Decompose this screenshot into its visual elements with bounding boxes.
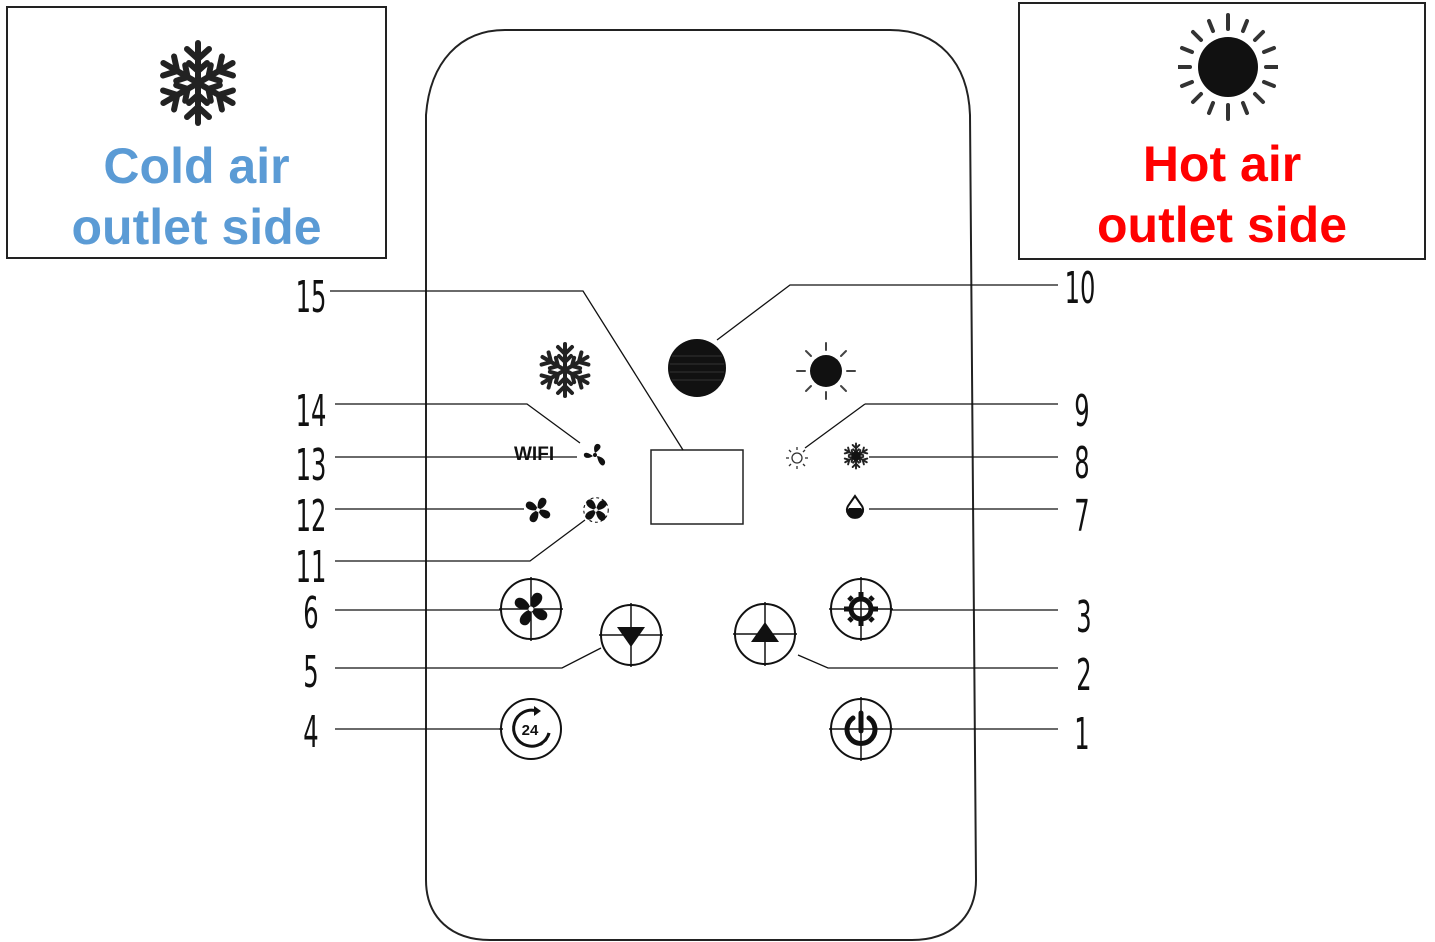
cold-air-label: Cold air outlet side bbox=[8, 136, 385, 258]
label-10: 10 bbox=[1065, 263, 1096, 314]
label-8: 8 bbox=[1074, 438, 1089, 489]
gear-icon bbox=[844, 592, 878, 626]
label-14: 14 bbox=[296, 386, 327, 437]
label-9: 9 bbox=[1074, 386, 1089, 437]
hot-air-line1: Hot air bbox=[1142, 136, 1302, 192]
snowflake-icon bbox=[148, 40, 248, 128]
svg-text:24: 24 bbox=[522, 722, 539, 739]
mode-button[interactable] bbox=[828, 576, 894, 642]
display-window bbox=[650, 449, 744, 525]
timer-button[interactable]: 24 bbox=[499, 698, 562, 760]
triangle-up-icon bbox=[751, 622, 779, 642]
fan-high-icon bbox=[580, 494, 612, 526]
fan-button[interactable] bbox=[498, 576, 564, 642]
sun-icon bbox=[1178, 13, 1278, 121]
label-7: 7 bbox=[1074, 491, 1089, 542]
label-13: 13 bbox=[296, 440, 327, 491]
moon-disc-icon bbox=[668, 339, 726, 397]
device-outline bbox=[425, 29, 978, 941]
fan-low-icon bbox=[525, 497, 551, 523]
cold-air-line2: outlet side bbox=[71, 199, 322, 255]
sun-icon bbox=[796, 342, 856, 400]
cold-air-line1: Cold air bbox=[103, 138, 290, 194]
label-5: 5 bbox=[303, 647, 318, 698]
leader-lines bbox=[330, 284, 1058, 730]
power-icon bbox=[844, 710, 878, 746]
snowflake-icon bbox=[539, 344, 591, 396]
label-1: 1 bbox=[1074, 709, 1089, 760]
triangle-down-icon bbox=[617, 627, 645, 647]
wifi-label: WIFI bbox=[514, 444, 554, 465]
up-button[interactable] bbox=[732, 601, 798, 667]
dehumidify-icon bbox=[846, 494, 864, 519]
hot-air-label: Hot air outlet side bbox=[1020, 134, 1424, 256]
label-3: 3 bbox=[1076, 592, 1091, 643]
power-button[interactable] bbox=[828, 696, 894, 762]
cold-air-callout: Cold air outlet side bbox=[6, 6, 387, 259]
label-2: 2 bbox=[1076, 650, 1091, 701]
label-11: 11 bbox=[296, 542, 327, 593]
hot-air-callout: Hot air outlet side bbox=[1018, 2, 1426, 260]
down-button[interactable] bbox=[598, 602, 664, 668]
label-15: 15 bbox=[296, 272, 327, 323]
label-12: 12 bbox=[296, 491, 327, 542]
label-4: 4 bbox=[303, 707, 318, 758]
hot-air-line2: outlet side bbox=[1096, 197, 1348, 253]
cool-snowflake-icon bbox=[844, 444, 869, 469]
timer-24-icon: 24 bbox=[512, 706, 551, 748]
label-6: 6 bbox=[303, 588, 318, 639]
heat-icon bbox=[786, 447, 808, 469]
fan-icon bbox=[583, 443, 606, 466]
